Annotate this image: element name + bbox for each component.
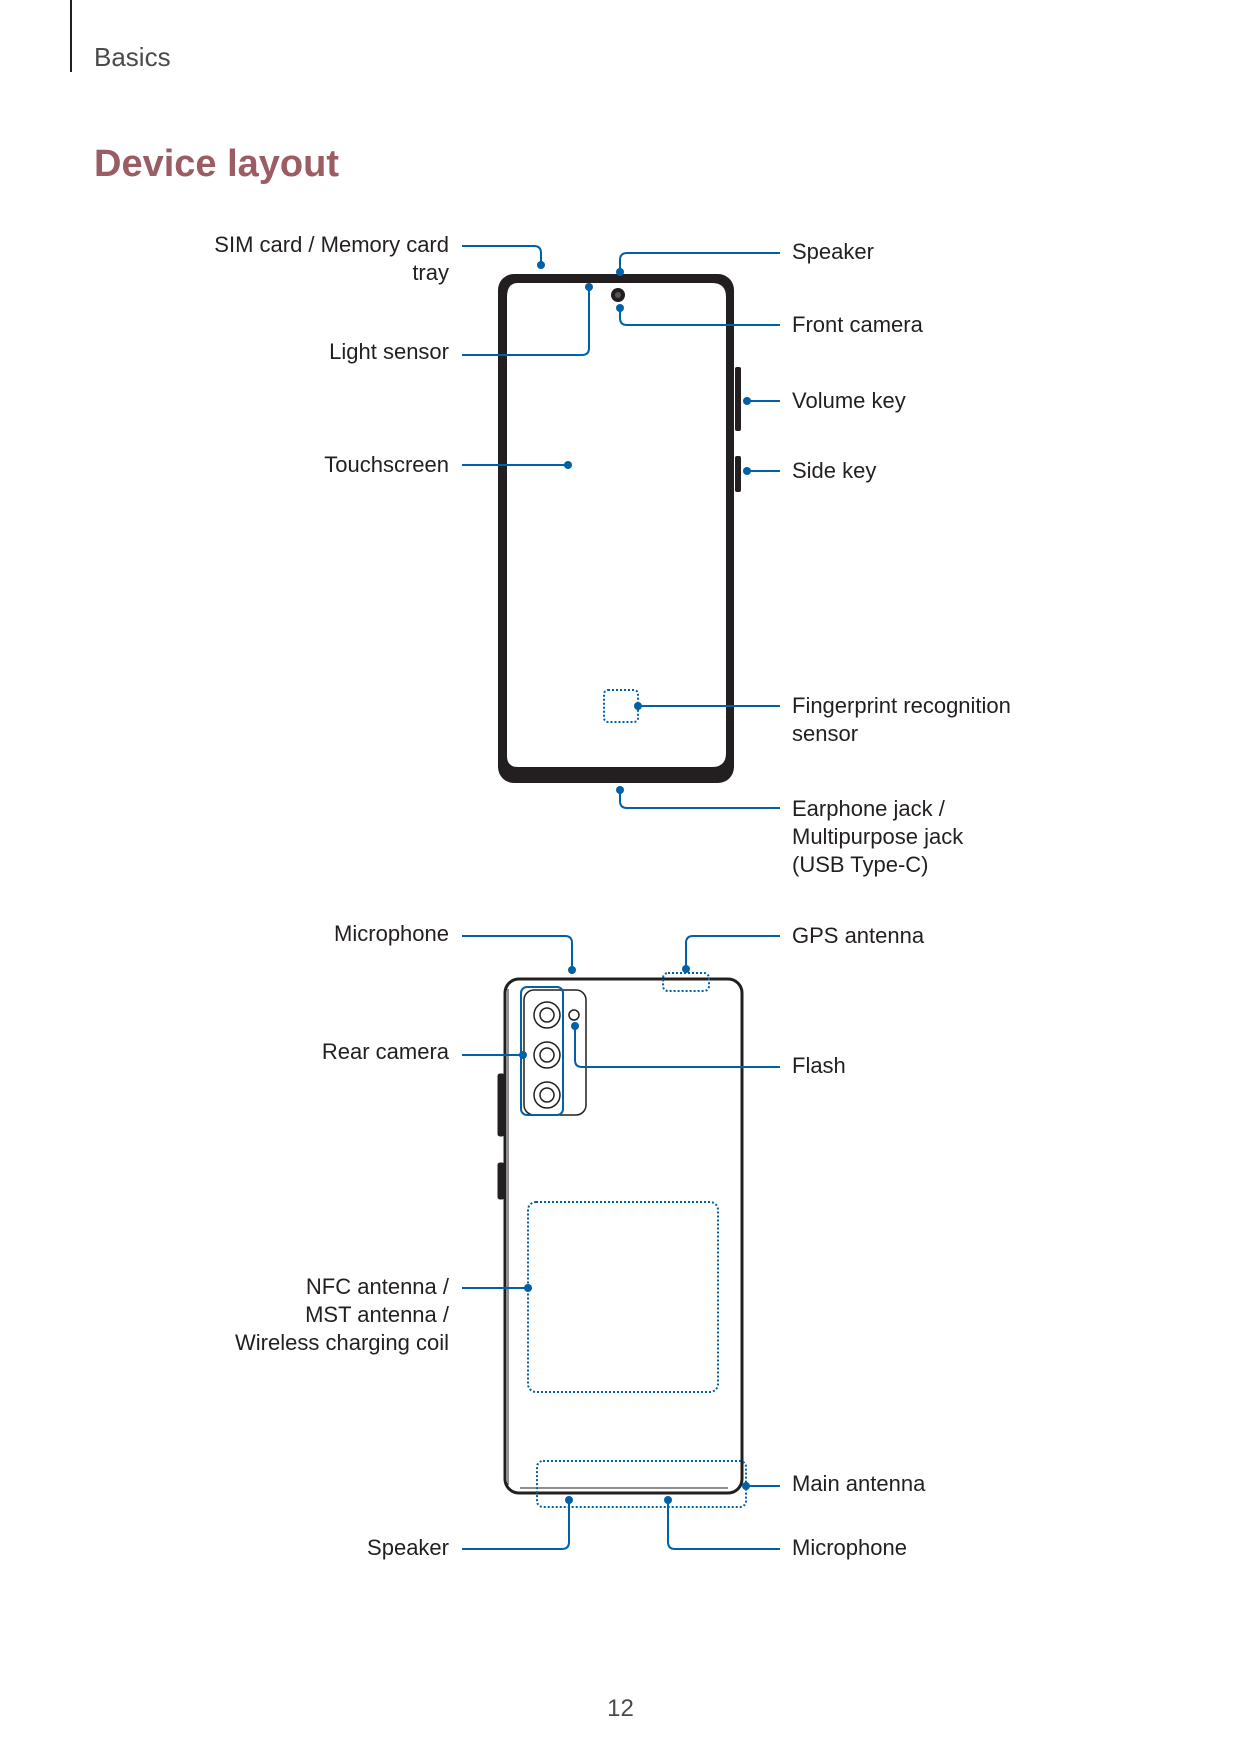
camera-module	[523, 989, 587, 1116]
label-nfc-antenna: NFC antenna / MST antenna / Wireless cha…	[235, 1274, 449, 1355]
label-side-key: Side key	[792, 458, 877, 483]
rear-phone-illustration	[497, 977, 744, 1495]
page-number: 12	[607, 1695, 634, 1722]
label-front-camera: Front camera	[792, 312, 923, 337]
rear-camera-lens-2	[533, 1041, 561, 1069]
label-earphone-jack: Earphone jack / Multipurpose jack (USB T…	[792, 796, 964, 877]
front-phone-illustration	[498, 274, 741, 783]
flash-shape	[568, 1009, 580, 1021]
label-flash: Flash	[792, 1053, 846, 1078]
label-sim-tray: SIM card / Memory card tray	[214, 232, 449, 285]
label-light-sensor: Light sensor	[329, 339, 449, 364]
rear-camera-highlight	[520, 986, 564, 1116]
main-antenna-area	[536, 1460, 747, 1508]
label-gps-antenna: GPS antenna	[792, 923, 925, 948]
section-label: Basics	[94, 42, 171, 72]
side-key-shape	[735, 456, 741, 492]
nfc-coil-area	[527, 1201, 719, 1393]
label-speaker-bottom: Speaker	[367, 1535, 449, 1560]
rear-camera-lens-1	[533, 1001, 561, 1029]
label-fingerprint: Fingerprint recognition sensor	[792, 693, 1011, 746]
label-microphone-bottom: Microphone	[792, 1535, 907, 1560]
header-rule	[70, 0, 72, 72]
page-title: Device layout	[94, 143, 339, 185]
label-rear-camera: Rear camera	[321, 1039, 449, 1064]
label-speaker-top: Speaker	[792, 239, 874, 264]
label-microphone-top: Microphone	[334, 921, 449, 946]
label-volume-key: Volume key	[792, 388, 906, 413]
rear-camera-lens-3	[533, 1081, 561, 1109]
volume-key-shape	[735, 367, 741, 431]
label-touchscreen: Touchscreen	[324, 452, 449, 477]
label-main-antenna: Main antenna	[792, 1471, 926, 1496]
gps-antenna-area	[662, 972, 710, 992]
